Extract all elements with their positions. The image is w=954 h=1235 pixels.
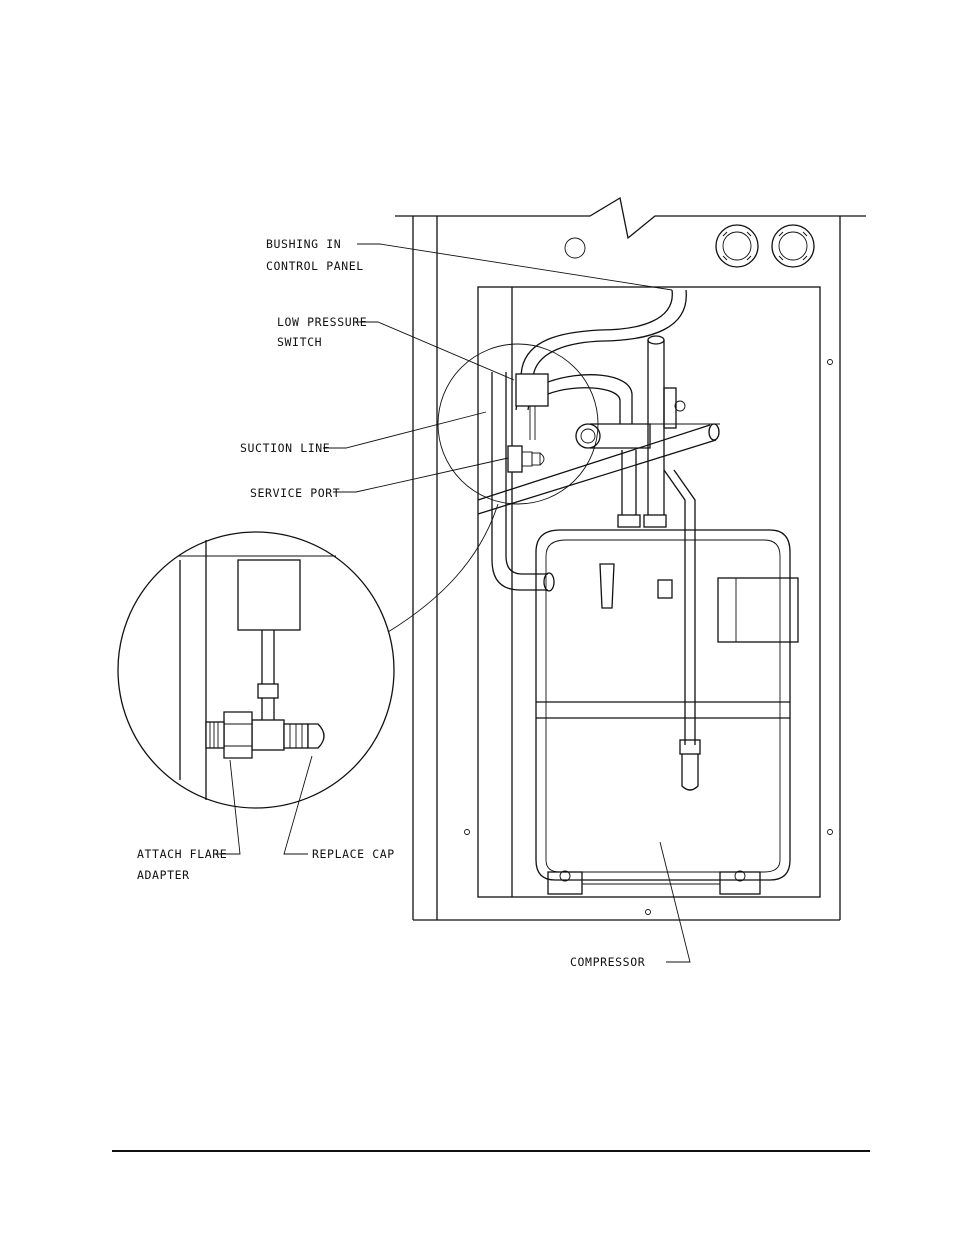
label-bushing-line2: CONTROL PANEL	[266, 259, 364, 273]
piping	[477, 289, 720, 791]
leader-lines	[215, 243, 691, 963]
detail-callout-circle	[437, 343, 599, 505]
cabinet-frame	[395, 196, 866, 921]
enlarged-detail	[117, 503, 499, 809]
label-attach-flare-line1: ATTACH FLARE	[137, 847, 227, 861]
label-low-pressure-line1: LOW PRESSURE	[277, 315, 367, 329]
label-service-port: SERVICE PORT	[250, 486, 340, 500]
label-attach-flare-line2: ADAPTER	[137, 868, 190, 882]
knockout-plugs	[715, 224, 815, 268]
labels: BUSHING IN CONTROL PANEL LOW PRESSURE SW…	[137, 237, 645, 969]
label-bushing-line1: BUSHING IN	[266, 237, 341, 251]
compressor	[535, 529, 799, 895]
label-low-pressure-line2: SWITCH	[277, 335, 322, 349]
label-suction-line: SUCTION LINE	[240, 441, 330, 455]
label-compressor: COMPRESSOR	[570, 955, 645, 969]
label-replace-cap: REPLACE CAP	[312, 847, 395, 861]
